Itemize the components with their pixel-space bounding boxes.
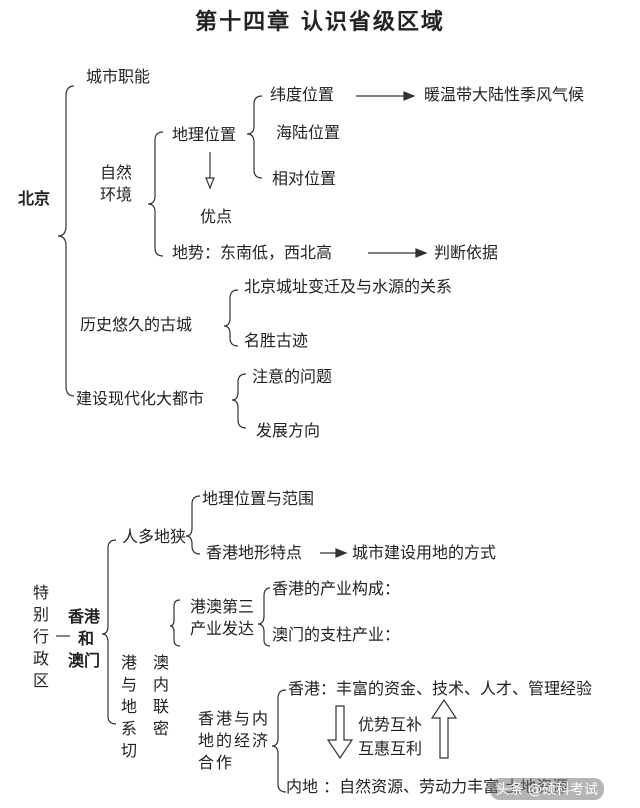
node-latitude: 纬度位置 xyxy=(270,85,335,104)
node-hk-terrain: 香港地形特点 xyxy=(206,543,303,562)
beijing-brace xyxy=(57,85,75,397)
node-judge: 判断依据 xyxy=(434,243,499,262)
hk-macau-brace xyxy=(101,539,117,725)
econ-brace xyxy=(271,689,287,793)
node-site-change: 北京城址变迁及与水源的关系 xyxy=(244,277,453,296)
node-hk-mainland-econ: 香港与内地的经济合作 xyxy=(198,709,271,772)
node-direction: 发展方向 xyxy=(256,421,321,440)
node-hk-resources: 香港：丰富的资金、技术、人才、管理经验 xyxy=(288,679,593,698)
watermark: 头条 @硕科考试 xyxy=(489,778,604,800)
hollow-up-arrow-icon xyxy=(430,698,458,759)
hollow-down-arrow-icon xyxy=(326,705,354,760)
hk-macau-line2: 和 xyxy=(78,629,95,648)
node-complement: 优势互补 xyxy=(358,715,423,734)
node-crowded: 人多地狭 xyxy=(122,527,187,546)
node-advantage: 优点 xyxy=(200,207,233,226)
crowded-brace xyxy=(185,495,201,555)
arrow-right-icon xyxy=(415,248,428,258)
page-title: 第十四章 认识省级区域 xyxy=(195,10,445,35)
arrow-right-icon xyxy=(335,548,348,558)
node-modern: 建设现代化大都市 xyxy=(76,389,205,408)
node-history: 历史悠久的古城 xyxy=(80,315,193,334)
node-geo-location: 地理位置 xyxy=(172,125,237,144)
tertiary-side xyxy=(169,599,181,647)
nature-brace xyxy=(147,131,164,257)
node-nature: 自然环境 xyxy=(100,163,133,204)
modern-brace xyxy=(231,373,247,429)
node-tertiary-1: 港澳第三 xyxy=(190,597,255,616)
node-land-use: 城市建设用地的方式 xyxy=(352,543,497,562)
node-mutual-benefit: 互惠互利 xyxy=(358,739,423,758)
sar-root: 特别行政区 xyxy=(32,583,49,690)
tertiary-brace xyxy=(257,587,271,647)
node-macau-pillar: 澳门的支柱产业： xyxy=(272,625,401,644)
location-brace xyxy=(246,95,263,179)
node-relative: 相对位置 xyxy=(272,169,337,188)
hk-macau-line3: 澳门 xyxy=(68,651,101,670)
node-issues: 注意的问题 xyxy=(252,367,333,386)
arrow-right-icon xyxy=(403,91,416,101)
beijing-root: 北京 xyxy=(18,189,51,208)
node-terrain: 地势：东南低，西北高 xyxy=(172,243,333,262)
node-sites: 名胜古迹 xyxy=(244,331,309,350)
node-city-function: 城市职能 xyxy=(86,67,151,86)
node-hk-mainland-links: 港与地系切 xyxy=(120,653,137,760)
arrow-down-icon xyxy=(205,177,215,190)
node-macau-links: 澳内联密 xyxy=(152,653,169,738)
hk-macau-line1: 香港 xyxy=(68,607,101,626)
node-climate: 暖温带大陆性季风气候 xyxy=(424,85,585,104)
node-tertiary-2: 产业发达 xyxy=(190,619,255,638)
node-location-range: 地理位置与范围 xyxy=(202,489,315,508)
node-sea-land: 海陆位置 xyxy=(276,123,341,142)
history-brace xyxy=(223,289,239,347)
node-hk-industry: 香港的产业构成： xyxy=(272,579,401,598)
